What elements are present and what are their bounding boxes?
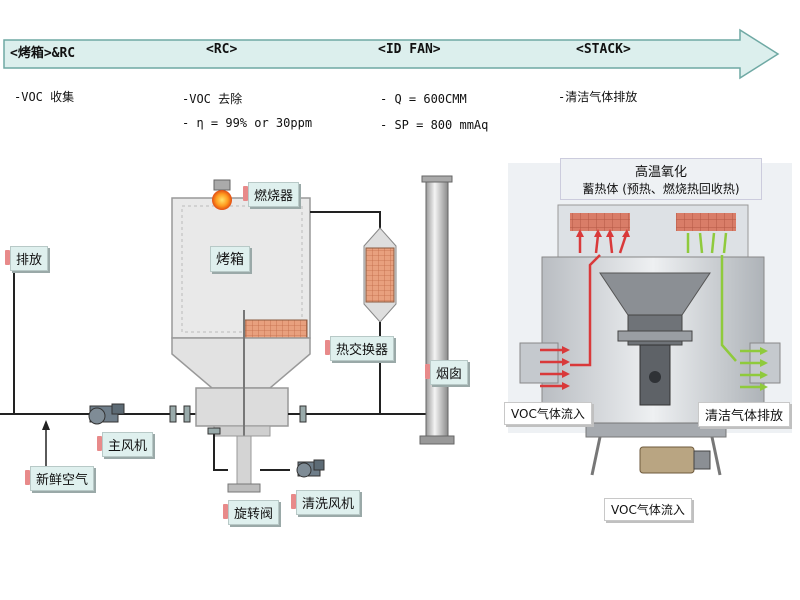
hot-gas-arrows (540, 234, 628, 388)
cleaning-fan-shape (296, 459, 325, 478)
main-fan-shape (88, 403, 125, 425)
left-media-bed (570, 213, 630, 231)
label-chimney: 烟囱 (425, 360, 469, 385)
label-cleaning-fan: 清洗风机 (291, 490, 361, 515)
label-heat-exchanger: 热交换器 (325, 336, 395, 361)
stage-oven-rc: <烤箱>&RC (10, 46, 76, 61)
note-voc-removal: -VOC 去除 (182, 92, 243, 106)
oxidizer-title: 高温氧化 蓄热体 (预热、燃烧热回收热) (560, 158, 762, 200)
label-oven: 烤箱 (210, 246, 250, 272)
note-efficiency: - η = 99% or 30ppm (182, 116, 313, 130)
note-static-pressure: - SP = 800 mmAq (380, 118, 489, 132)
label-rotary-valve: 旋转阀 (223, 500, 280, 525)
note-flow-rate: - Q = 600CMM (380, 92, 467, 106)
heat-exchanger-shape (363, 227, 397, 323)
label-clean-gas-outlet: 清洁气体排放 (698, 402, 791, 427)
process-flow-arrow (3, 28, 780, 80)
right-media-bed (676, 213, 736, 231)
oxidizer-diagram (508, 163, 792, 476)
note-voc-collect: -VOC 收集 (14, 90, 75, 104)
label-voc-inlet-left: VOC气体流入 (504, 402, 592, 425)
burner-flame (212, 190, 232, 210)
clean-gas-arrows (686, 232, 762, 389)
note-clean-discharge: -清洁气体排放 (558, 90, 638, 104)
stage-stack: <STACK> (576, 42, 631, 57)
label-burner: 燃烧器 (243, 182, 300, 207)
label-voc-inlet-bottom: VOC气体流入 (604, 498, 692, 521)
chimney-shape (425, 179, 449, 439)
label-fresh-air: 新鲜空气 (25, 466, 95, 491)
label-discharge: 排放 (5, 246, 49, 271)
label-main-fan: 主风机 (97, 432, 154, 457)
drive-motor (639, 446, 695, 474)
stage-id-fan: <ID FAN> (378, 42, 441, 57)
stage-rc: <RC> (206, 42, 238, 57)
